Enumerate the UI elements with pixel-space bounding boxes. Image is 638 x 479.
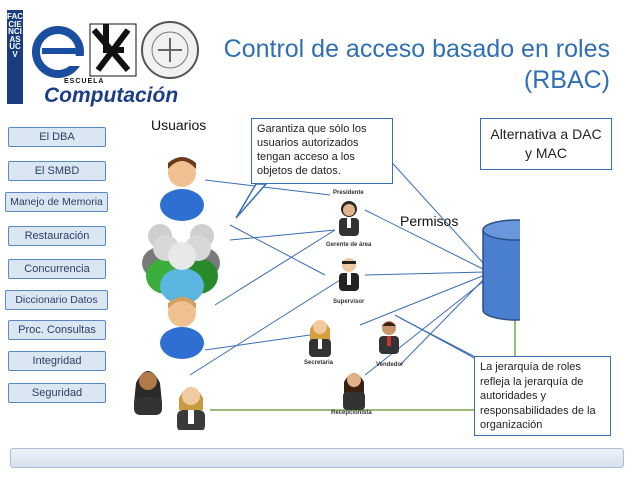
role-presidente-icon <box>339 201 359 236</box>
database-icon <box>482 219 520 321</box>
school-small-label: ESCUELA <box>64 78 105 85</box>
nav-restauracion[interactable]: Restauración <box>8 226 106 246</box>
role-label-vendedor: Vendedor <box>376 362 404 368</box>
role-secretaria-icon <box>309 320 331 357</box>
nav-concurrencia[interactable]: Concurrencia <box>8 259 106 279</box>
role-label-gerente: Gerente de área <box>326 242 372 248</box>
connector-line <box>359 274 486 326</box>
connector-line <box>384 154 486 266</box>
role-gerente-icon <box>339 258 359 291</box>
role-label-supervisor: Supervisor <box>333 299 365 305</box>
jerarquia-callout: La jerarquía de roles refleja la jerarqu… <box>474 356 611 436</box>
nav-el-smbd[interactable]: El SMBD <box>8 161 106 181</box>
nav-proc-consultas[interactable]: Proc. Consultas <box>8 320 106 340</box>
role-recepcionista-icon <box>343 373 365 410</box>
escuela-logo-icon <box>32 21 199 79</box>
garantiza-callout: Garantiza que sólo los usuarios autoriza… <box>251 118 393 184</box>
nav-diccionario-datos[interactable]: Diccionario Datos <box>5 290 108 310</box>
woman-user-icon <box>177 387 205 430</box>
woman-user-icon <box>134 371 162 415</box>
page-title: Control de acceso basado en roles (RBAC) <box>223 35 610 94</box>
connector-line <box>364 279 486 376</box>
user-icon <box>160 157 204 221</box>
connector-line <box>399 277 486 366</box>
role-label-recepcionista: Recepcionista <box>331 410 372 416</box>
connector-line <box>204 334 311 351</box>
connector-line <box>399 317 486 363</box>
rbac-diagram <box>134 154 520 430</box>
school-name: Computación <box>44 84 179 107</box>
connector-line <box>214 229 336 306</box>
role-vendedor-icon <box>379 321 399 354</box>
permisos-label: Permisos <box>400 213 459 229</box>
connector-line <box>364 209 486 271</box>
connector-line <box>364 271 486 276</box>
connector-line <box>229 229 336 241</box>
connector-line <box>229 224 326 276</box>
nav-seguridad[interactable]: Seguridad <box>8 383 106 403</box>
connector-line <box>189 279 341 376</box>
user-icon <box>160 297 204 359</box>
bottom-status-bar <box>10 448 624 468</box>
connector-line <box>204 179 331 196</box>
nav-el-dba[interactable]: El DBA <box>8 127 106 147</box>
alternativa-callout: Alternativa a DAC y MAC <box>480 118 612 170</box>
usuarios-label: Usuarios <box>151 117 207 133</box>
faculty-strip: FACCIENCIAS UCV <box>7 10 23 104</box>
user-group-icon <box>142 224 220 304</box>
nav-manejo-memoria[interactable]: Manejo de Memoria <box>5 192 108 212</box>
role-label-presidente: Presidente <box>333 190 364 196</box>
nav-integridad[interactable]: Integridad <box>8 351 106 371</box>
role-label-secretaria: Secretaria <box>304 360 334 366</box>
callout-pointer <box>235 183 268 219</box>
